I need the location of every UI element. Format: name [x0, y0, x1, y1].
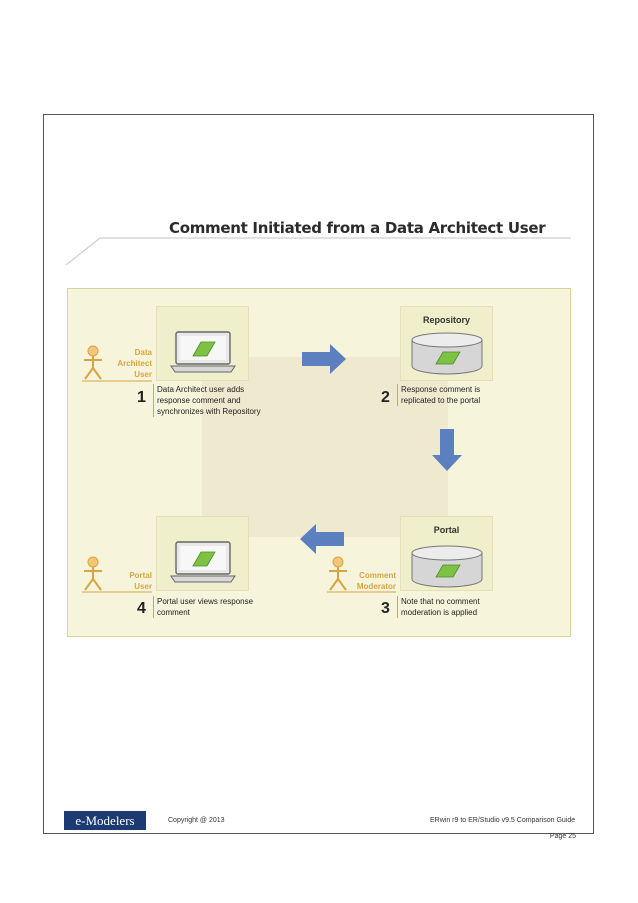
database-icon [411, 332, 483, 375]
step-number-2: 2 [381, 389, 390, 406]
arrow-left-icon [300, 524, 344, 554]
tile-title-portal: Portal [433, 525, 460, 535]
step-description-3: Note that no comment moderation is appli… [397, 596, 480, 618]
laptop-icon [170, 331, 236, 373]
person-icon [84, 345, 102, 380]
step-description-1: Data Architect user adds response commen… [153, 384, 261, 417]
footer-guide-title: ERwin r9 to ER/Studio v9.5 Comparison Gu… [430, 817, 576, 824]
footer-copyright: Copyright @ 2013 [168, 817, 225, 824]
role-data-architect-user: Data Architect User [117, 348, 152, 379]
person-icon [84, 556, 102, 591]
figure-title: Comment Initiated from a Data Architect … [169, 219, 546, 237]
arrow-right-icon [302, 344, 346, 374]
step-number-4: 4 [137, 600, 146, 617]
step-description-2: Response comment is replicated to the po… [397, 384, 480, 406]
tile-title-repository: Repository [422, 315, 470, 325]
role-comment-moderator: Comment Moderator [356, 571, 396, 591]
laptop-icon [170, 541, 236, 583]
arrow-down-icon [432, 429, 462, 471]
page-number: Page 25 [549, 833, 576, 840]
step-description-4: Portal user views response comment [153, 596, 253, 618]
step-number-3: 3 [381, 600, 390, 617]
person-icon [329, 556, 347, 591]
diagram-center [202, 357, 448, 537]
e-modelers-logo: e-Modelers [64, 811, 146, 830]
page-frame [43, 114, 594, 834]
role-portal-user: Portal User [129, 571, 152, 591]
step-number-1: 1 [137, 389, 146, 406]
database-icon [411, 545, 483, 588]
